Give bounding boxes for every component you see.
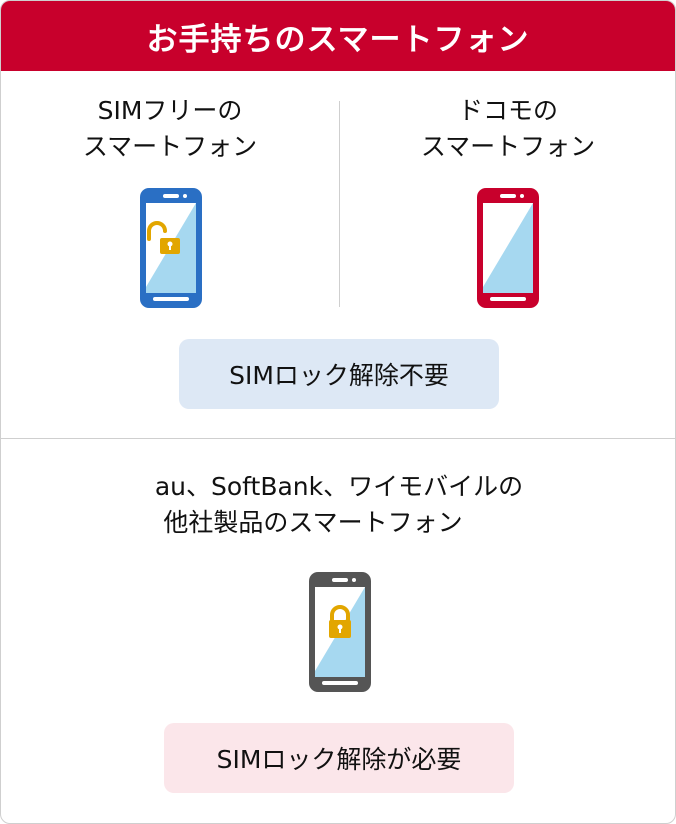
header-title: お手持ちのスマートフォン [146, 21, 530, 58]
sim-free-phone-icon [140, 188, 202, 308]
sim-unlock-required-badge: SIMロック解除が必要 [164, 723, 514, 793]
other-carrier-phone-icon [309, 572, 371, 692]
docomo-title-line1: ドコモの [457, 96, 558, 125]
docomo-title-line2: スマートフォン [420, 132, 596, 161]
sim-free-title: SIMフリーの スマートフォン [41, 93, 299, 165]
sim-free-title-line1: SIMフリーの [97, 96, 243, 125]
sim-unlock-required-label: SIMロック解除が必要 [216, 745, 462, 774]
docomo-title: ドコモの スマートフォン [379, 93, 637, 165]
docomo-phone-icon [477, 188, 539, 308]
sim-unlock-not-required-badge: SIMロック解除不要 [179, 339, 499, 409]
header-banner: お手持ちのスマートフォン [1, 1, 675, 71]
section-divider [1, 438, 675, 439]
other-carriers-title-line1: au、SoftBank、ワイモバイルの [154, 472, 524, 501]
sim-free-title-line2: スマートフォン [82, 132, 258, 161]
sim-unlock-not-required-label: SIMロック解除不要 [229, 361, 449, 390]
other-carriers-title-line2: 他社製品のスマートフォン [163, 508, 463, 537]
other-carriers-title: au、SoftBank、ワイモバイルの 他社製品のスマートフォン [101, 469, 577, 541]
column-divider [339, 101, 340, 307]
